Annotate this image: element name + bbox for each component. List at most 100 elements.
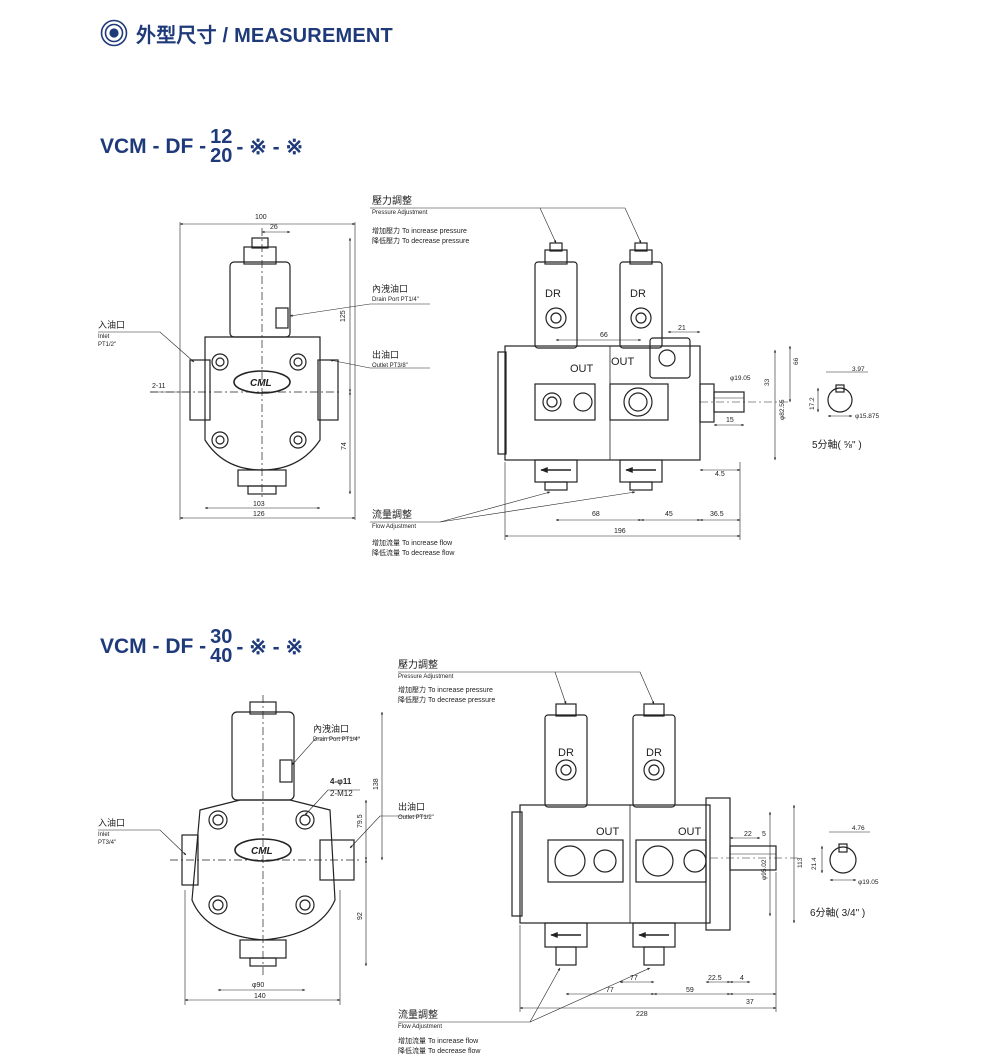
cml-logo: CML [250,378,272,389]
target-icon [100,19,128,47]
key-width: 3.97 [852,366,865,373]
dim-22-5: 22.5 [708,975,722,982]
shaft-dia: φ19.05 [858,879,879,886]
drawing-1-front-view [98,222,430,520]
inlet-label-cn: 入油口 [98,319,125,330]
dim-phi19: φ19.05 [730,375,751,382]
drawing-2-front-labels: 內洩油口 Drain Port PT1/4" 4-φ11 2-M12 出油口 O… [98,723,434,1000]
page-header: 外型尺寸 / MEASUREMENT [100,16,393,50]
drawing-1-side-labels: 壓力調整 Pressure Adjustment 增加壓力 To increas… [372,194,879,557]
dim-21: 21 [678,325,686,332]
flow-adjust-en: Flow Adjustment [398,1024,442,1030]
dim-33: 33 [764,378,771,386]
inlet-label-cn: 入油口 [98,817,125,828]
dim-196: 196 [614,528,626,535]
outlet-label-en: Outlet PT3/8" [372,363,408,369]
pressure-decrease: 降低壓力 To decrease pressure [398,695,495,704]
flow-adjust-cn: 流量調整 [398,1008,438,1021]
dim-228: 228 [636,1011,648,1018]
dim-4: 4 [740,975,744,982]
flow-decrease: 降低流量 To decrease flow [372,548,455,557]
model-suffix: - ※ - ※ [236,135,304,159]
flow-decrease: 降低流量 To decrease flow [398,1046,481,1055]
dim-66v: 66 [793,357,800,365]
dim-45: 45 [665,511,673,518]
drain-label-en: Drain Port PT1/4" [313,737,360,743]
model-size-top: 12 [210,126,233,148]
shaft-caption: 6分軸( 3/4" ) [810,906,865,919]
dim-138: 138 [373,778,380,790]
flow-increase: 增加流量 To increase flow [372,538,453,547]
drain-label-cn: 內洩油口 [372,283,408,294]
pressure-adjust-en: Pressure Adjustment [372,210,428,216]
dr-label: DR [630,288,646,300]
shaft-dia: φ15.875 [855,413,879,420]
dim-5: 5 [762,831,766,838]
out-label: OUT [570,363,594,375]
drain-label-en: Drain Port PT1/4" [372,297,419,303]
dim-phi95: φ95.02 [761,859,768,880]
dr-label: DR [646,747,662,759]
key-width: 4.76 [852,825,865,832]
out-label: OUT [678,826,702,838]
dr-label: DR [558,747,574,759]
inlet-size: PT3/4" [98,840,116,846]
inlet-label-en: Inlet [98,832,110,838]
drawing-1-side-view [370,207,868,540]
model-suffix: - ※ - ※ [236,635,304,659]
model-size-fraction: 12 20 [210,126,233,166]
dim-74: 74 [341,442,348,450]
dim-26: 26 [270,224,278,231]
outlet-label-cn: 出油口 [372,349,399,360]
model-size-fraction: 30 40 [210,626,233,666]
dim-66: 66 [600,332,608,339]
dim-2-11: 2-11 [152,383,166,390]
cml-logo: CML [251,846,273,857]
pressure-increase: 增加壓力 To increase pressure [398,685,493,694]
dim-37: 37 [746,999,754,1006]
dim-77b: 77 [606,987,614,994]
key-height: 17.2 [809,397,816,410]
out-label: OUT [596,826,620,838]
bolt-spec-1: 4-φ11 [330,777,352,786]
drawing-2-side-labels: 壓力調整 Pressure Adjustment 增加壓力 To increas… [398,658,879,1055]
dim-79-5: 79.5 [357,814,364,828]
dim-113: 113 [797,857,804,868]
drawing-2-front-view [98,695,430,1005]
key-height: 21.4 [811,857,818,870]
dim-68: 68 [592,511,600,518]
dim-100: 100 [255,214,267,221]
flow-adjust-en: Flow Adjustment [372,524,416,530]
pressure-adjust-cn: 壓力調整 [398,658,438,671]
shaft-caption: 5分軸( ⅝" ) [812,438,862,451]
dim-126: 126 [253,511,265,518]
dim-4-5: 4.5 [715,471,725,478]
dim-15: 15 [726,417,734,424]
dim-phi82: φ82.55 [779,399,786,420]
pressure-increase: 增加壓力 To increase pressure [372,226,467,235]
inlet-size: PT1/2" [98,342,116,348]
drawing-1-front-labels: 100 26 125 74 103 126 2-11 入油口 Inlet PT1… [98,214,419,518]
dim-77a: 77 [630,975,638,982]
page-title: 外型尺寸 / MEASUREMENT [136,24,393,47]
model-prefix: VCM - DF - [100,135,207,158]
pressure-adjust-en: Pressure Adjustment [398,674,454,680]
flow-increase: 增加流量 To increase flow [398,1036,479,1045]
pressure-adjust-cn: 壓力調整 [372,194,412,207]
dim-125: 125 [340,310,347,322]
model-size-top: 30 [210,626,233,648]
drawing-2-side-view [398,671,870,1023]
flow-adjust-cn: 流量調整 [372,508,412,521]
pressure-decrease: 降低壓力 To decrease pressure [372,236,469,245]
dim-22: 22 [744,831,752,838]
dim-59: 59 [686,987,694,994]
model-prefix: VCM - DF - [100,635,207,658]
inlet-label-en: Inlet [98,334,110,340]
outlet-label-en: Outlet PT1/2" [398,815,434,821]
dim-phi90: φ90 [252,982,264,989]
dr-label: DR [545,288,561,300]
drain-label-cn: 內洩油口 [313,723,349,734]
bolt-spec-2: 2-M12 [330,789,353,798]
dim-140: 140 [254,993,266,1000]
